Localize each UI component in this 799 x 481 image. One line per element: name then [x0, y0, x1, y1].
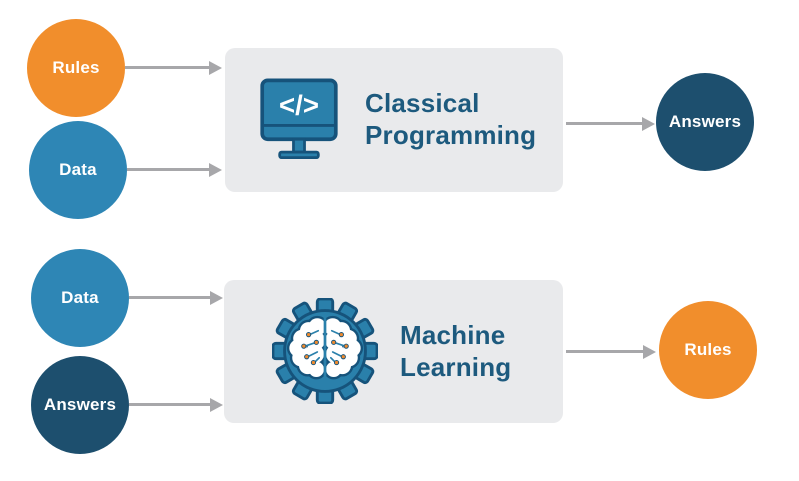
gear-brain-icon — [271, 297, 379, 405]
node-label: Rules — [52, 58, 100, 77]
process-title-line2: Learning — [400, 351, 512, 382]
node-label: Data — [59, 160, 97, 179]
flow-arrow — [129, 403, 211, 406]
process-box-machine-learning: Machine Learning — [224, 280, 563, 423]
process-title: Machine Learning — [400, 280, 511, 423]
flow-arrow — [566, 122, 643, 125]
output-node-rules: Rules — [659, 301, 757, 399]
process-title-line1: Classical — [365, 88, 480, 119]
node-label: Answers — [43, 395, 117, 414]
flow-arrow — [127, 168, 210, 171]
flow-arrow — [566, 350, 644, 353]
code-glyph: </> — [279, 89, 319, 120]
process-title-line2: Programming — [365, 120, 537, 150]
input-node-answers: Answers — [31, 356, 129, 454]
output-node-answers: Answers — [656, 73, 754, 171]
node-label: Answers — [668, 112, 742, 131]
process-title-line1: Machine — [400, 319, 506, 350]
process-box-classical-programming: </> Classical Programming — [225, 48, 563, 192]
flow-arrow — [125, 66, 210, 69]
input-node-data: Data — [31, 249, 129, 347]
flow-arrow — [129, 296, 211, 299]
node-label: Data — [61, 288, 99, 307]
input-node-data: Data — [29, 121, 127, 219]
node-label: Rules — [684, 340, 732, 359]
code-monitor-icon: </> — [253, 73, 345, 165]
input-node-rules: Rules — [27, 19, 125, 117]
process-title: Classical Programming — [365, 48, 536, 192]
